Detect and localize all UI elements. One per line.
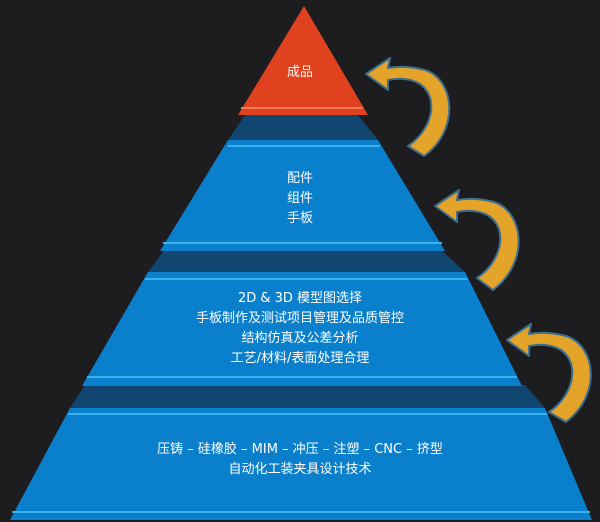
third-tier-shape: [82, 272, 522, 386]
base-tier-label: 压铸 – 硅橡胶 – MIM – 冲压 – 注塑 – CNC – 挤型 自动化工…: [0, 440, 600, 480]
tier-shadow-band: [70, 385, 545, 408]
tier-line: 配件: [286, 171, 313, 186]
second-tier-shape: [160, 140, 445, 251]
tier-line: 手板制作及测试项目管理及品质管控: [195, 311, 404, 326]
second-tier-label: 配件 组件 手板: [0, 169, 600, 229]
tier-line: 工艺/材料/表面处理合理: [230, 351, 370, 366]
top-tier-label: 成品: [0, 63, 600, 83]
curved-arrow-icon: [506, 323, 592, 423]
tier-line: 2D & 3D 模型图选择: [237, 291, 363, 306]
tier-line: 成品: [286, 65, 313, 80]
curved-arrow-icon: [434, 189, 520, 291]
tier-line: 压铸 – 硅橡胶 – MIM – 冲压 – 注塑 – CNC – 挤型: [157, 442, 443, 457]
tier-shadow-band: [228, 115, 378, 140]
tier-line: 手板: [286, 211, 313, 226]
tier-line: 自动化工装夹具设计技术: [228, 462, 372, 477]
tier-line: 组件: [286, 191, 313, 206]
tier-shadow-band: [148, 249, 465, 272]
curved-arrow-icon: [365, 57, 451, 157]
tier-line: 结构仿真及公差分析: [241, 331, 359, 346]
third-tier-label: 2D & 3D 模型图选择 手板制作及测试项目管理及品质管控 结构仿真及公差分析…: [0, 289, 600, 369]
top-tier-shape: [238, 6, 368, 115]
base-tier-shape: [10, 408, 592, 520]
